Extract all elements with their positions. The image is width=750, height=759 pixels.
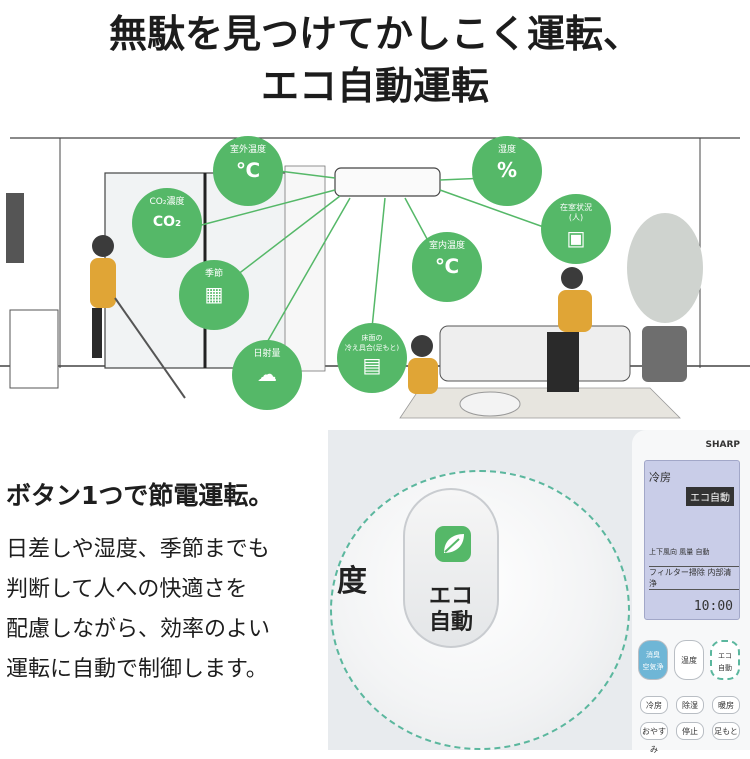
percent-icon: %: [496, 158, 518, 182]
body-line: 判断して人への快適さを: [6, 577, 248, 602]
badge-label: 室内温度: [428, 241, 465, 251]
badge-co2: CO₂濃度 CO₂: [132, 188, 202, 258]
badge-label: 在室状況 (人): [560, 203, 592, 222]
badge-label: 季節: [204, 269, 223, 279]
sun-cloud-icon: ☁: [257, 362, 277, 386]
person-icon: ▣: [566, 226, 586, 250]
deodorize-button[interactable]: 消臭 空気浄: [638, 640, 668, 680]
room-scene: [0, 137, 750, 428]
remote-lcd: 冷房 エコ自動 上下風向 風量 自動 フィルター掃除 内部清浄 10:00: [644, 460, 740, 620]
eco-button-label-1: エコ: [428, 584, 473, 609]
eco-button-label-2: 自動: [428, 610, 473, 635]
badge-label: 湿度: [497, 145, 516, 155]
lcd-eco: エコ自動: [686, 487, 734, 506]
house-thermometer-icon: ℃: [434, 254, 460, 278]
badge-label: CO₂濃度: [149, 197, 185, 207]
cool-button[interactable]: 冷房: [640, 696, 668, 714]
adjacent-button-char: 度: [337, 564, 367, 599]
headline-line2: エコ自動運転: [260, 64, 489, 108]
room-illustration: [0, 118, 750, 428]
headline: 無駄を見つけてかしこく運転、 エコ自動運転: [0, 8, 750, 112]
lcd-mode: 冷房: [649, 471, 671, 484]
body-line: 運転に自動で制御します。: [6, 657, 268, 682]
thermometer-icon: ℃: [235, 158, 261, 182]
body-text: 日差しや湿度、季節までも 判断して人への快適さを 配慮しながら、効率のよい 運転…: [6, 530, 336, 690]
badge-label: 床面の 冷え具合(足もと): [344, 334, 400, 352]
badge-season: 季節 ▦: [179, 260, 249, 330]
lcd-row1: 上下風向 風量 自動: [649, 548, 710, 556]
badge-humidity: 湿度 %: [472, 136, 542, 206]
eco-auto-button[interactable]: エコ 自動: [403, 488, 499, 648]
badge-floor: 床面の 冷え具合(足もと) ▤: [337, 323, 407, 393]
stop-button[interactable]: 停止: [676, 722, 704, 740]
leaf-icon: [435, 526, 471, 562]
foot-button[interactable]: 足もと: [712, 722, 740, 740]
badge-presence: 在室状況 (人) ▣: [541, 194, 611, 264]
co2-icon: CO₂: [152, 214, 182, 230]
heat-button[interactable]: 暖房: [712, 696, 740, 714]
headline-line1: 無駄を見つけてかしこく運転、: [108, 12, 641, 56]
badge-label: 日射量: [253, 349, 281, 359]
remote-control: SHARP 冷房 エコ自動 上下風向 風量 自動 フィルター掃除 内部清浄 10…: [632, 430, 750, 754]
sleep-button[interactable]: おやすみ: [640, 722, 668, 754]
brand-logo: SHARP: [705, 440, 740, 450]
body-line: 配慮しながら、効率のよい: [6, 617, 271, 642]
badge-indoor-temp: 室内温度 ℃: [412, 232, 482, 302]
body-line: 日差しや湿度、季節までも: [6, 537, 270, 562]
temp-button[interactable]: 温度: [674, 640, 704, 680]
lcd-clock: 10:00: [693, 599, 733, 614]
badge-sunlight: 日射量 ☁: [232, 340, 302, 410]
floor-icon: ▤: [362, 353, 382, 377]
lcd-row2: フィルター掃除 内部清浄: [649, 566, 739, 590]
dry-button[interactable]: 除湿: [676, 696, 704, 714]
badge-label: 室外温度: [229, 145, 266, 155]
calendar-icon: ▦: [204, 282, 224, 306]
badge-outdoor-temp: 室外温度 ℃: [213, 136, 283, 206]
eco-auto-small-button[interactable]: エコ 自動: [710, 640, 740, 680]
lead-text: ボタン1つで節電運転。: [6, 481, 274, 510]
